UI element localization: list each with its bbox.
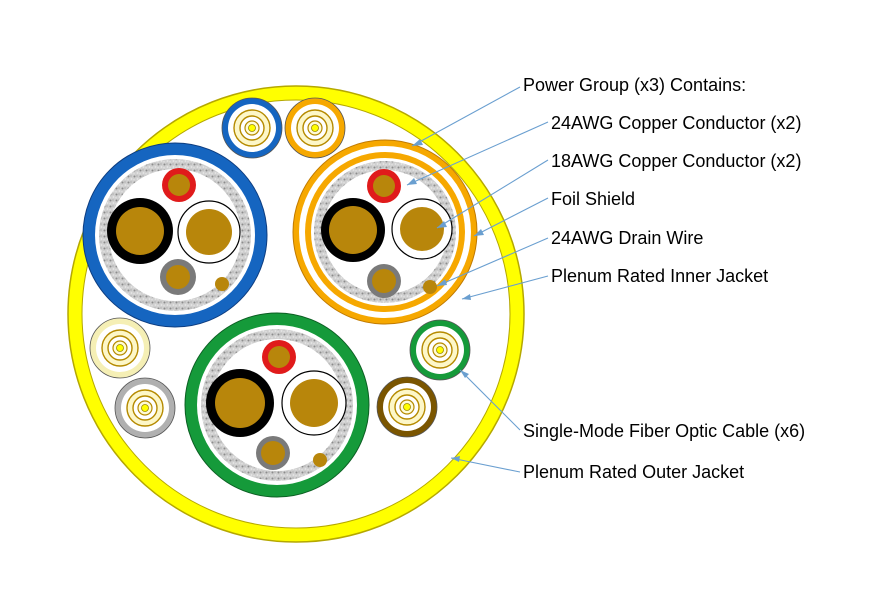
label-foil-shield: Foil Shield [551, 189, 635, 209]
fiber-optic-cables [89, 97, 471, 439]
label-inner-jacket: Plenum Rated Inner Jacket [551, 266, 768, 286]
power-group-blue [82, 142, 268, 328]
label-fiber-cable: Single-Mode Fiber Optic Cable (x6) [523, 421, 805, 441]
fiber-optic-cable [114, 377, 176, 439]
fiber-optic-cable [284, 97, 346, 159]
fiber-optic-cable [409, 319, 471, 381]
fiber-optic-cable [376, 376, 438, 438]
label-outer-jacket: Plenum Rated Outer Jacket [523, 462, 744, 482]
fiber-optic-cable [221, 97, 283, 159]
power-group-green [184, 312, 370, 498]
drain-wire [423, 280, 437, 294]
label-power-group: Power Group (x3) Contains: [523, 75, 746, 95]
drain-wire [313, 453, 327, 467]
power-group-orange [292, 139, 478, 325]
leader-lines [406, 86, 549, 473]
fiber-optic-cable [89, 317, 151, 379]
label-drain-wire: 24AWG Drain Wire [551, 228, 703, 248]
label-18awg-copper: 18AWG Copper Conductor (x2) [551, 151, 801, 171]
drain-wire [215, 277, 229, 291]
label-24awg-copper: 24AWG Copper Conductor (x2) [551, 113, 801, 133]
